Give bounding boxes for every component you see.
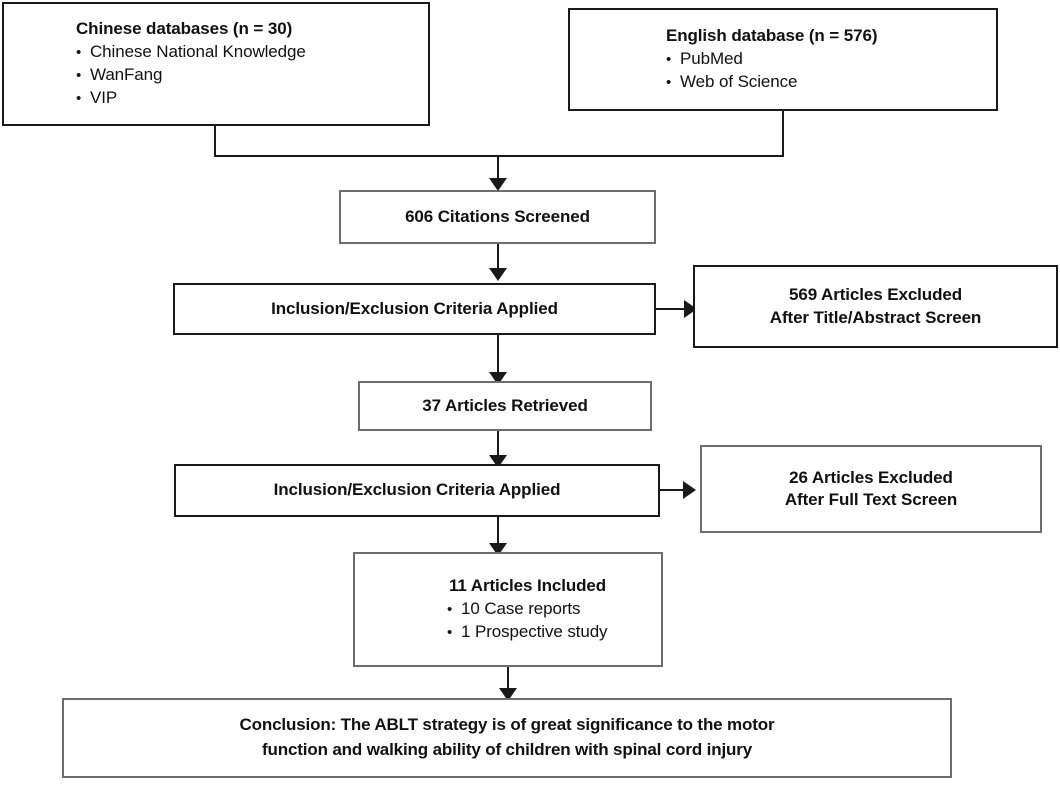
list-item: PubMed (666, 48, 996, 71)
arrowhead-to-excluded2 (683, 481, 696, 499)
step-box-screened: 606 Citations Screened (339, 190, 656, 244)
arrowhead-to-screened (489, 178, 507, 191)
connector-included-to-conclusion (507, 667, 509, 692)
source-chinese-title: Chinese databases (n = 30) (76, 18, 293, 38)
source-box-english: English database (n = 576) PubMed Web of… (568, 8, 998, 111)
source-english-title: English database (n = 576) (666, 25, 878, 45)
excluded-first-line2: After Title/Abstract Screen (769, 307, 982, 327)
outcome-box-excluded-second: 26 Articles Excluded After Full Text Scr… (700, 445, 1042, 533)
step-box-included: 11 Articles Included 10 Case reports 1 P… (353, 552, 663, 667)
list-item: Web of Science (666, 71, 996, 94)
connector-criteria1-to-retrieved (497, 335, 499, 377)
source-chinese-list: Chinese National Knowledge WanFang VIP (76, 41, 428, 110)
connector-english-drop (782, 111, 784, 157)
excluded-first-line1: 569 Articles Excluded (788, 285, 963, 305)
list-item: VIP (76, 87, 428, 110)
connector-criteria2-to-excluded2 (660, 489, 688, 491)
list-item: WanFang (76, 64, 428, 87)
list-item: Chinese National Knowledge (76, 41, 428, 64)
screened-label: 606 Citations Screened (405, 206, 590, 226)
retrieved-label: 37 Articles Retrieved (422, 395, 588, 415)
source-english-list: PubMed Web of Science (666, 48, 996, 94)
connector-criteria1-to-excluded1 (656, 308, 689, 310)
step-box-criteria-first: Inclusion/Exclusion Criteria Applied (173, 283, 656, 335)
source-box-chinese: Chinese databases (n = 30) Chinese Natio… (2, 2, 430, 126)
step-box-retrieved: 37 Articles Retrieved (358, 381, 652, 431)
list-item: 10 Case reports (447, 598, 607, 621)
excluded-second-line2: After Full Text Screen (784, 490, 958, 509)
connector-criteria2-to-included (497, 517, 499, 547)
conclusion-line1: Conclusion: The ABLT strategy is of grea… (239, 715, 775, 735)
included-list: 10 Case reports 1 Prospective study (447, 598, 608, 644)
included-title: 11 Articles Included (449, 576, 607, 596)
connector-chinese-drop (214, 126, 216, 157)
list-item: 1 Prospective study (447, 621, 608, 644)
step-box-criteria-second: Inclusion/Exclusion Criteria Applied (174, 464, 660, 517)
connector-merge-bar (214, 155, 784, 157)
criteria-second-label: Inclusion/Exclusion Criteria Applied (273, 480, 561, 500)
criteria-first-label: Inclusion/Exclusion Criteria Applied (271, 298, 558, 318)
excluded-second-line1: 26 Articles Excluded (789, 467, 953, 487)
conclusion-line2: function and walking ability of children… (261, 740, 753, 759)
connector-retrieved-to-criteria2 (497, 431, 499, 459)
connector-merge-to-screened (497, 155, 499, 183)
arrowhead-to-conclusion (499, 688, 517, 701)
arrowhead-to-criteria1 (489, 268, 507, 281)
connector-screened-to-criteria1 (497, 244, 499, 272)
outcome-box-excluded-first: 569 Articles Excluded After Title/Abstra… (693, 265, 1058, 348)
conclusion-box: Conclusion: The ABLT strategy is of grea… (62, 698, 952, 778)
